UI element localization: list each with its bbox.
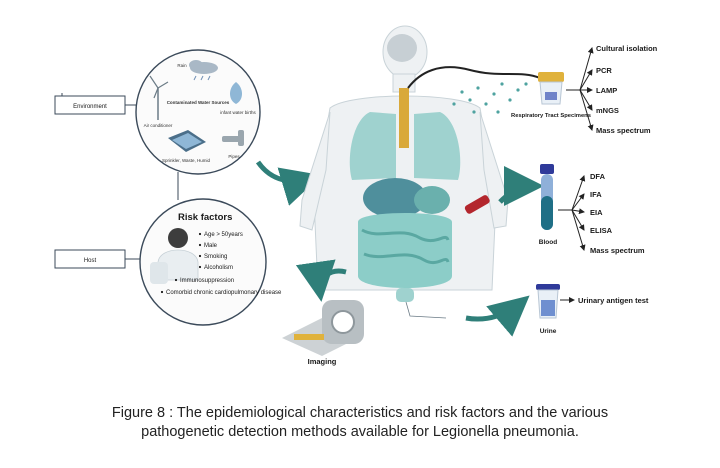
exposure-arrow [255, 160, 322, 206]
imaging-label: Imaging [308, 357, 337, 366]
ct-scanner-icon [282, 300, 364, 356]
risk-factors-title: Risk factors [178, 212, 232, 223]
respiratory-method: mNGS [596, 106, 619, 115]
human-body-figure [299, 25, 509, 302]
respiratory-specimens-label: Respiratory Tract Specimens [511, 113, 591, 119]
risk-factors-circle: Risk factors Age > 50years Male Smoking … [139, 198, 282, 326]
respiratory-method: PCR [596, 66, 612, 75]
host-label: Host [84, 258, 97, 264]
air-conditioner-label: Air conditioner [144, 123, 173, 128]
blood-draw-icon [464, 195, 490, 214]
environment-box: Environment [54, 95, 126, 115]
pipes-icon [222, 130, 244, 146]
blood-method: IFA [590, 190, 602, 199]
urine-label: Urine [540, 328, 557, 335]
imaging-arrow [295, 259, 347, 302]
blood-arrow [498, 166, 544, 207]
aerosol-dots [452, 82, 528, 114]
urine-arrow [465, 295, 530, 337]
respiratory-method: Mass spectrum [596, 126, 651, 135]
blood-method: ELISA [590, 226, 613, 235]
blood-methods-tree [558, 175, 586, 251]
risk-bullets [160, 232, 202, 294]
caption-line-1: Figure 8 : The epidemiological character… [111, 405, 609, 421]
risk-item: Male [204, 243, 218, 249]
urine-cup-icon [536, 284, 560, 319]
specimen-cup-icon [538, 72, 564, 105]
environment-label: Environment [73, 104, 107, 110]
blood-method: Mass spectrum [590, 246, 645, 255]
bronchoscope-tube [407, 66, 541, 89]
blood-label: Blood [539, 239, 557, 246]
intestine-icon [358, 213, 452, 288]
risk-item: Comorbid chronic cardiopulmonary disease [166, 290, 282, 296]
contaminated-water-title: Contaminated Water Sources [167, 100, 230, 105]
blood-method: DFA [590, 172, 606, 181]
stomach-icon [414, 186, 450, 214]
urine-line [405, 301, 447, 319]
respiratory-method: Cultural isolation [596, 44, 658, 53]
elderly-person-icon [150, 228, 199, 284]
pool-icon [168, 130, 206, 152]
blood-tube-icon [540, 164, 554, 230]
risk-item: Alcoholism [204, 265, 233, 271]
blood-method: EIA [590, 208, 603, 217]
figure-caption: Figure 8 : The epidemiological character… [0, 404, 720, 442]
brain-icon [387, 34, 417, 62]
risk-factors-list: Age > 50years Male Smoking Alcoholism Im… [166, 232, 282, 296]
infant-water-births-label: infant water births [220, 110, 256, 115]
lung-icon [414, 112, 461, 180]
risk-item: Smoking [204, 254, 227, 260]
respiratory-method: LAMP [596, 86, 617, 95]
urine-method: Urinary antigen test [578, 296, 649, 305]
risk-item: Age > 50years [204, 232, 243, 238]
water-droplet-icon [230, 82, 242, 104]
environment-circle: Air conditioner Rain infant water births… [135, 49, 261, 175]
rain-label: Rain [177, 63, 187, 68]
risk-item: Immunosuppression [180, 278, 234, 284]
trachea-icon [399, 88, 409, 148]
bladder-icon [396, 288, 414, 302]
liver-icon [363, 178, 427, 218]
host-box: Host [54, 249, 126, 269]
lung-icon [349, 112, 396, 180]
rain-cloud-icon [189, 60, 218, 81]
air-conditioner-icon [149, 75, 169, 120]
swimming-label: Sprinkler, Waste, Humid [162, 158, 211, 163]
caption-line-2: pathogenetic detection methods available… [141, 424, 579, 440]
respiratory-methods-tree [566, 47, 594, 131]
pipes-label: Pipes [228, 154, 240, 159]
